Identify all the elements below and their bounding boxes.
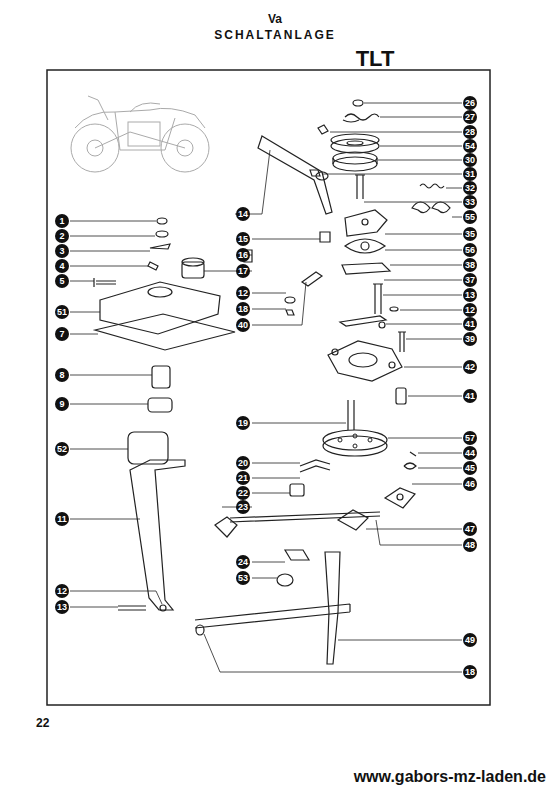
callout-number: 1 [55,214,69,228]
callout-number: 51 [55,305,69,319]
callout-number: 32 [463,181,477,195]
callout-number: 57 [463,431,477,445]
callout-number: 47 [463,522,477,536]
callout-number: 3 [55,244,69,258]
callout-number: 30 [463,153,477,167]
callout-number: 22 [236,486,250,500]
callout-number: 13 [55,600,69,614]
callout-number: 44 [463,446,477,460]
callout-number: 28 [463,125,477,139]
callout-number: 12 [236,286,250,300]
callout-number: 13 [463,288,477,302]
callout-number: 41 [463,389,477,403]
callout-number: 18 [463,665,477,679]
callout-number: 46 [463,477,477,491]
heading-label: TLT [356,46,395,72]
title: SCHALTANLAGE [214,28,336,42]
callout-number: 11 [55,512,69,526]
callout-number: 49 [463,633,477,647]
page-number: 22 [36,716,49,730]
callout-number: 52 [55,442,69,456]
callout-number: 19 [236,416,250,430]
callout-number: 17 [236,264,250,278]
callout-number: 20 [236,456,250,470]
callout-number: 35 [463,227,477,241]
callout-number: 7 [55,327,69,341]
callout-number: 4 [55,259,69,273]
callout-number: 53 [236,571,250,585]
heading-label: Va [268,12,282,26]
callout-number: 37 [463,273,477,287]
callout-number: 27 [463,110,477,124]
callout-number: 26 [463,96,477,110]
callout-number: 41 [463,317,477,331]
callout-number: 23 [236,500,250,514]
callout-number: 21 [236,471,250,485]
watermark: www.gabors-mz-laden.de [354,768,546,786]
callout-number: 39 [463,332,477,346]
callout-number: 8 [55,368,69,382]
callout-number: 16 [236,248,250,262]
callout-number: 18 [236,302,250,316]
callout-number: 9 [55,397,69,411]
callout-number: 12 [55,584,69,598]
callout-number: 38 [463,258,477,272]
callout-number: 33 [463,195,477,209]
callout-number: 15 [236,232,250,246]
callout-number: 31 [463,167,477,181]
callout-number: 12 [463,303,477,317]
callout-number: 48 [463,538,477,552]
callout-number: 45 [463,461,477,475]
callout-number: 14 [236,207,250,221]
callout-number: 54 [463,139,477,153]
callout-number: 5 [55,274,69,288]
callout-number: 24 [236,555,250,569]
callout-number: 40 [236,318,250,332]
callout-number: 55 [463,210,477,224]
callout-number: 56 [463,243,477,257]
callout-number: 2 [55,229,69,243]
callout-number: 42 [463,360,477,374]
